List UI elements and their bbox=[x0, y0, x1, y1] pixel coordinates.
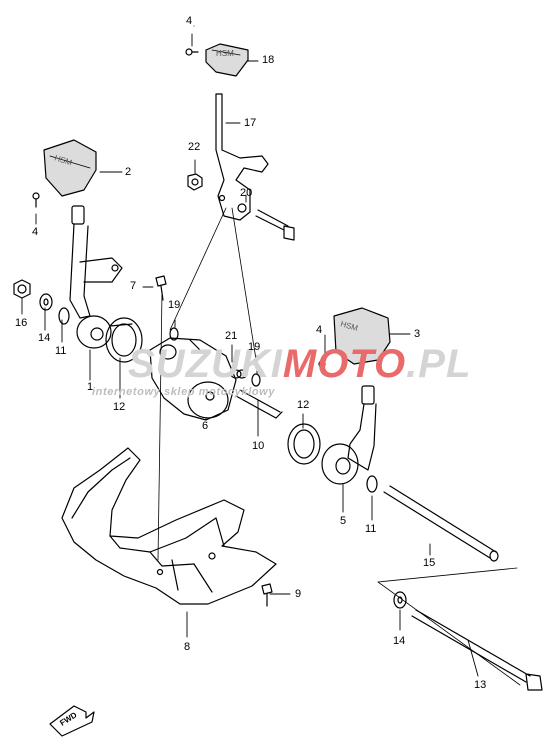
part-7-bolt bbox=[155, 275, 167, 301]
callout-19-left: 19 bbox=[168, 299, 181, 311]
callout-19-right: 19 bbox=[248, 341, 261, 353]
callout-5: 5 bbox=[340, 515, 347, 527]
part-17-bracket bbox=[215, 93, 269, 221]
callout-9: 9 bbox=[295, 588, 302, 600]
callout-8: 8 bbox=[184, 641, 191, 653]
leader-lines bbox=[21, 25, 479, 677]
callout-12-left: 12 bbox=[113, 401, 126, 413]
part-12-seal-right bbox=[287, 423, 321, 465]
part-11-ring-right bbox=[366, 475, 378, 493]
callout-6: 6 bbox=[202, 420, 209, 432]
part-3-rubber-pad: HSM bbox=[333, 307, 391, 365]
callout-7: 7 bbox=[130, 280, 137, 292]
part-20-bolt bbox=[255, 209, 295, 241]
part-9-bolt bbox=[261, 583, 273, 607]
part-16-nut bbox=[13, 279, 31, 299]
part-12-seal-left bbox=[105, 317, 143, 363]
pad-18-text: HSM bbox=[216, 49, 234, 58]
part-1-shift-lever bbox=[69, 205, 123, 349]
callout-12-right: 12 bbox=[297, 399, 310, 411]
part-14-washer-left bbox=[39, 293, 53, 311]
part-21-pin bbox=[230, 369, 248, 379]
part-15-shaft bbox=[383, 485, 499, 562]
watermark-part1: SUZUKI bbox=[128, 342, 283, 386]
part-22-nut bbox=[187, 173, 203, 191]
callout-4-left: 4 bbox=[32, 226, 39, 238]
callout-1: 1 bbox=[87, 381, 94, 393]
part-19-ring bbox=[169, 327, 261, 387]
callout-18: 18 bbox=[262, 54, 275, 66]
part-5-brake-lever bbox=[321, 385, 377, 485]
callout-16: 16 bbox=[15, 317, 28, 329]
callout-3: 3 bbox=[414, 328, 421, 340]
callout-2: 2 bbox=[125, 166, 132, 178]
callout-13: 13 bbox=[474, 679, 487, 691]
callout-21: 21 bbox=[225, 330, 238, 342]
part-8-frame bbox=[61, 447, 277, 605]
watermark-tagline: internetowy sklep motocyklowy bbox=[92, 386, 276, 398]
watermark-part3: .PL bbox=[406, 342, 472, 386]
watermark-logo: SUZUKIMOTO.PL bbox=[128, 342, 471, 387]
connector-lines bbox=[157, 207, 521, 686]
callout-17: 17 bbox=[244, 117, 257, 129]
callout-11-left: 11 bbox=[55, 345, 67, 357]
part-18-rubber-pad: HSM bbox=[205, 43, 249, 77]
part-14-washer-right bbox=[393, 591, 407, 609]
part-2-rubber-pad: HSM bbox=[43, 139, 97, 197]
callout-14-right: 14 bbox=[393, 635, 406, 647]
part-10-shaft bbox=[235, 389, 283, 419]
callout-4-right: 4 bbox=[316, 324, 323, 336]
part-13-bolt bbox=[411, 609, 543, 691]
callout-11-right: 11 bbox=[365, 523, 377, 535]
callout-22: 22 bbox=[188, 141, 201, 153]
fwd-arrow-icon: FWD bbox=[49, 705, 95, 737]
callout-10: 10 bbox=[252, 440, 265, 452]
part-4-bolt-top bbox=[185, 48, 199, 56]
part-11-ring-left bbox=[58, 307, 70, 325]
part-4-bolt-left bbox=[32, 192, 40, 208]
watermark-part2: MOTO bbox=[282, 342, 407, 386]
part-6-housing bbox=[149, 337, 237, 421]
callout-4-top: 4 bbox=[186, 15, 193, 27]
callout-20: 20 bbox=[240, 187, 253, 199]
part-4-bolt-right bbox=[318, 360, 326, 374]
callout-14-left: 14 bbox=[38, 332, 51, 344]
callout-15: 15 bbox=[423, 557, 436, 569]
